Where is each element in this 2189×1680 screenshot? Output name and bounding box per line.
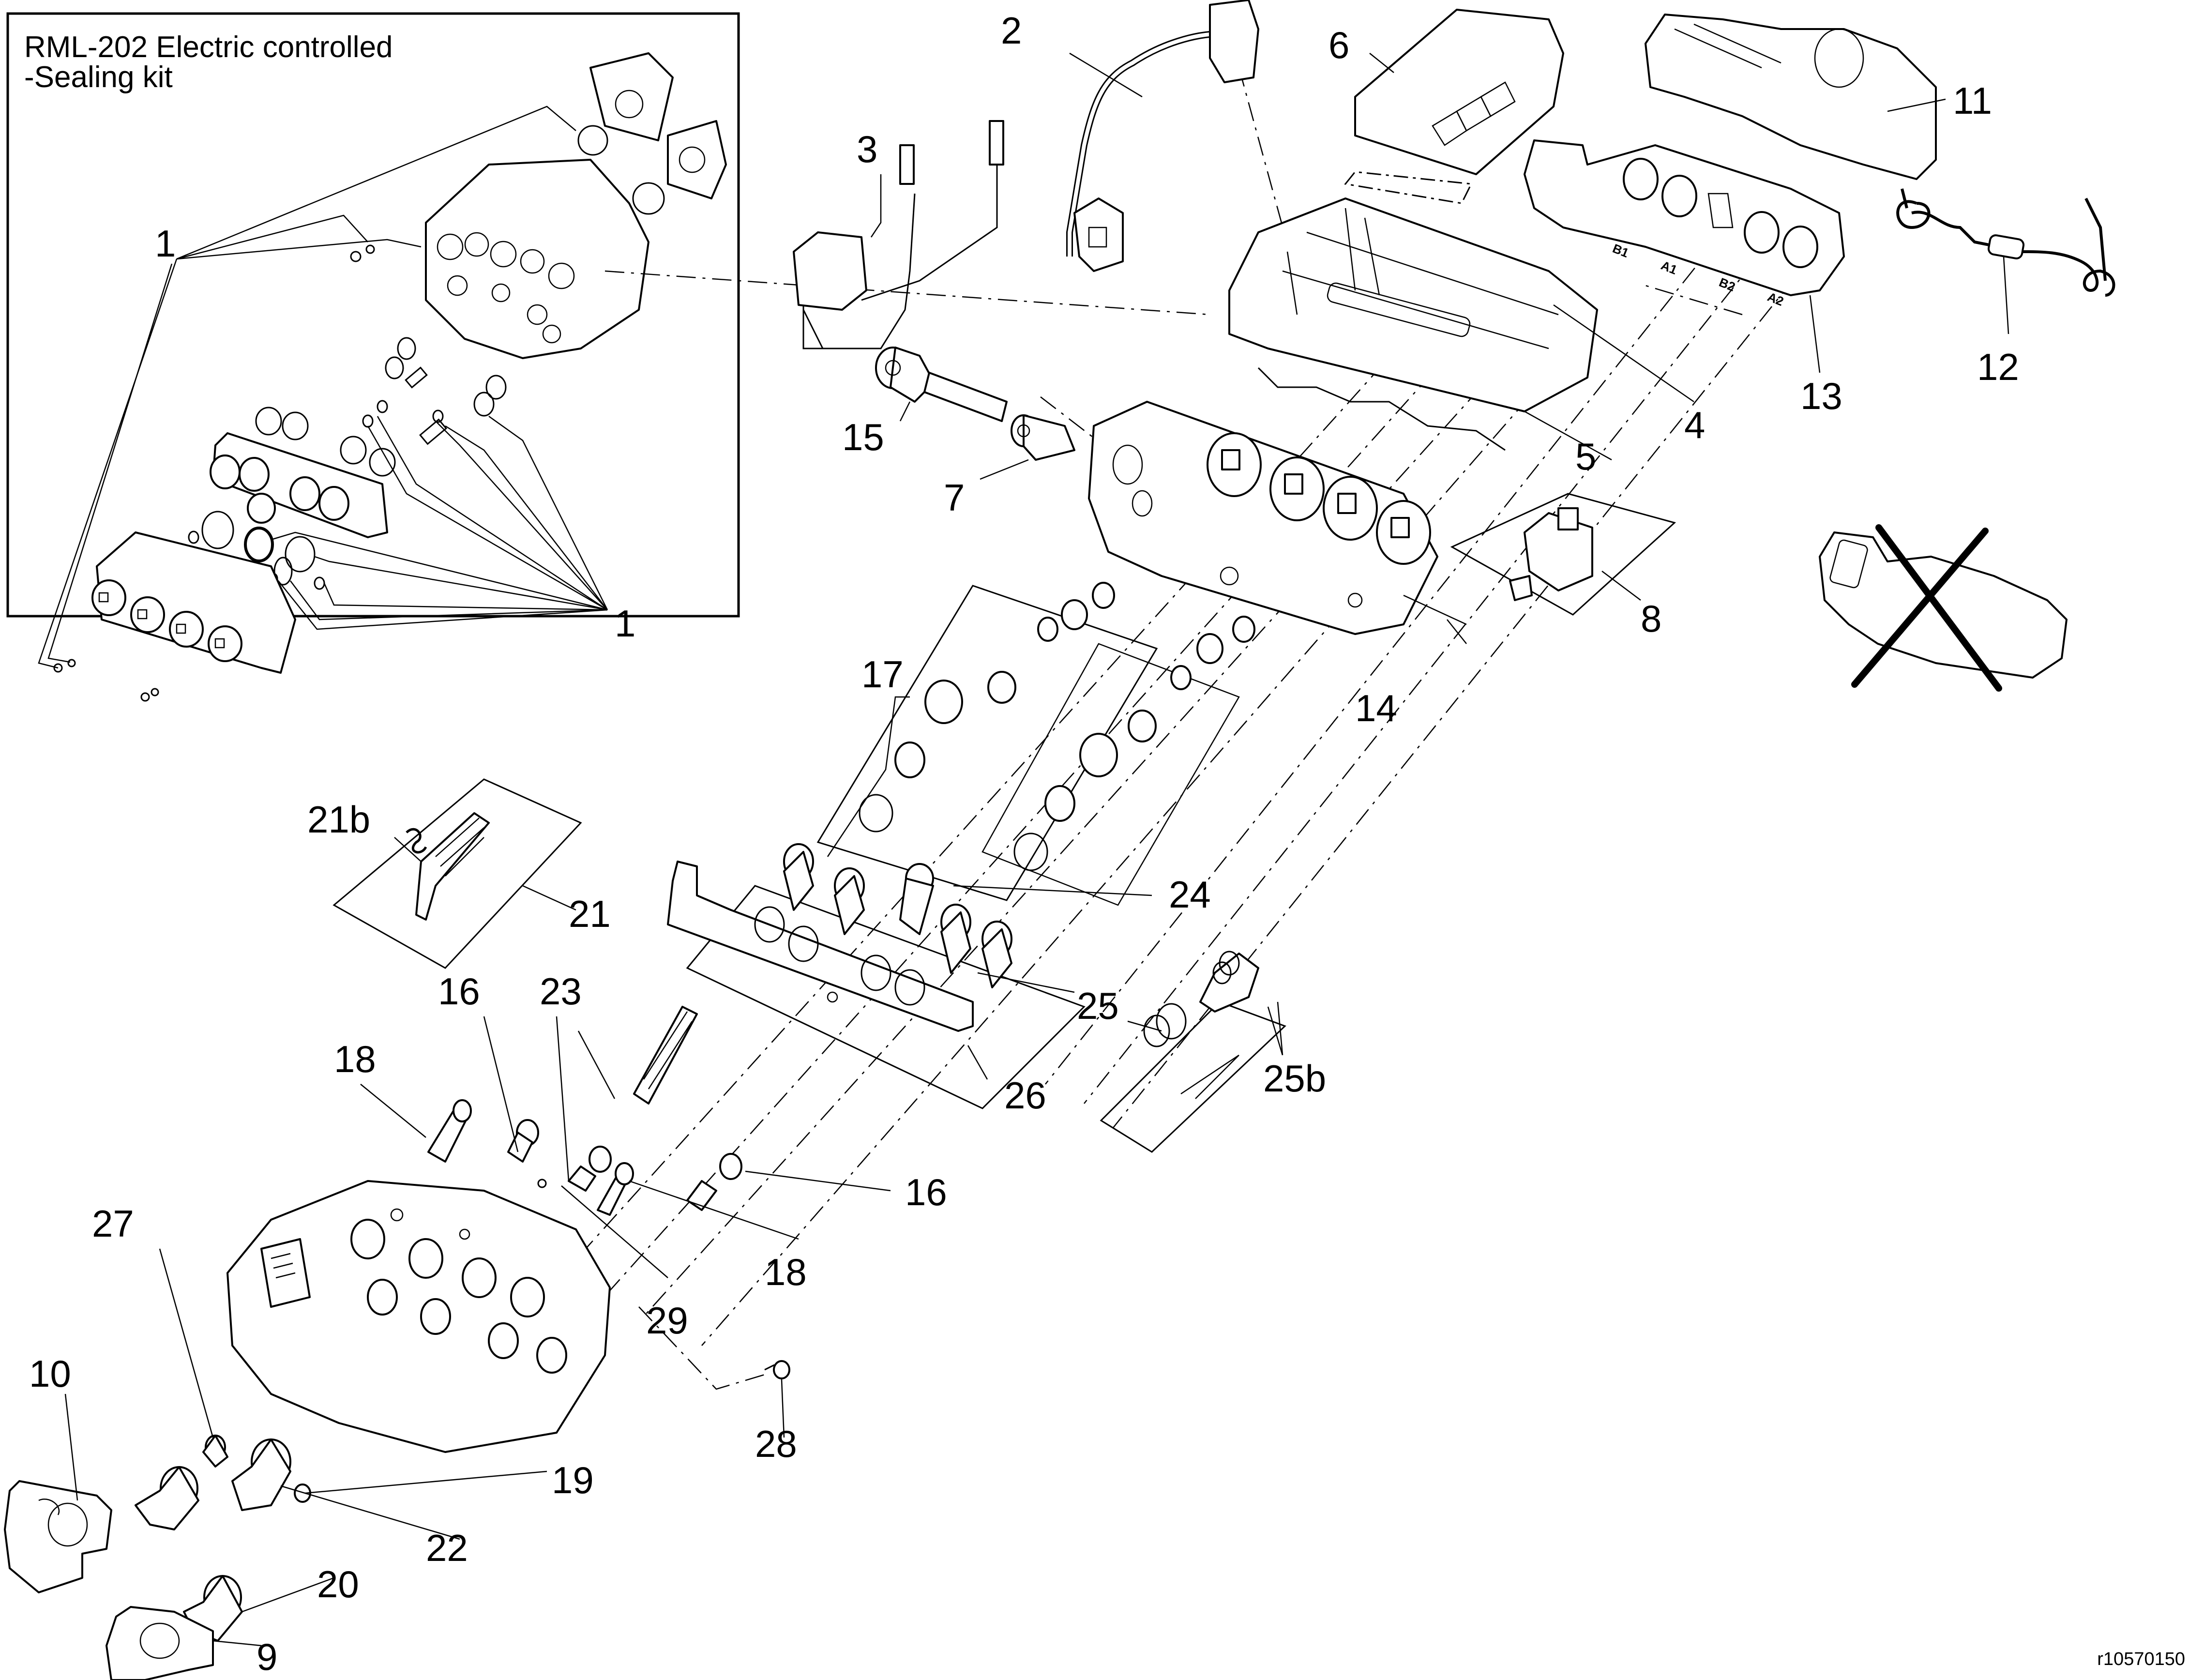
part-2-wire-harness	[1066, 0, 1259, 272]
callout-6: 6	[1328, 24, 1349, 66]
port-stamp-b2: B2	[1717, 275, 1737, 294]
inset-leader-lines	[38, 106, 608, 669]
part-22-fitting	[231, 1438, 291, 1511]
callout-25: 25	[1077, 984, 1119, 1027]
callout-14: 14	[1355, 687, 1397, 729]
callout-25b: 25b	[1263, 1057, 1326, 1100]
callout-18a: 18	[334, 1038, 376, 1080]
cross-icon	[1851, 524, 2002, 692]
part-4-housing	[1228, 197, 1598, 412]
callout-21a: 21	[569, 893, 611, 935]
part-25-couplers	[783, 843, 1012, 988]
callout-24: 24	[1169, 873, 1211, 916]
inset-gasket	[632, 182, 665, 215]
callout-17: 17	[861, 653, 904, 696]
barcode-label	[260, 1238, 311, 1308]
inset-solenoid-block	[53, 531, 296, 702]
part-24-plug	[899, 863, 934, 935]
callout-3: 3	[857, 128, 877, 170]
part-16-connector-lower	[686, 1153, 742, 1211]
assembly-axes	[542, 67, 1936, 1390]
part-5-gasket-plate	[1257, 367, 1506, 451]
callout-21b: 21b	[307, 798, 370, 841]
part-26-gasket-plate	[667, 861, 1086, 1109]
part-27-check-valve	[202, 1435, 228, 1468]
harness-connector-upper	[1209, 0, 1259, 83]
part-10-end-cap	[4, 1480, 112, 1593]
callout-13: 13	[1800, 375, 1842, 417]
leader-lines	[64, 52, 2009, 1647]
inset-callout-1-upper: 1	[155, 222, 176, 265]
solenoid-plug	[1337, 493, 1357, 514]
part-17-seal-set	[816, 582, 1255, 906]
callout-16a: 16	[438, 970, 480, 1013]
callout-10: 10	[29, 1352, 71, 1395]
callout-2: 2	[1001, 9, 1022, 52]
part-14-solenoid-block	[1088, 401, 1438, 635]
callout-12: 12	[1977, 346, 2019, 388]
inset-seal-set	[362, 337, 507, 445]
callout-29: 29	[646, 1299, 688, 1342]
part-23-connector	[568, 1146, 612, 1192]
inset-callout-1-lower: 1	[615, 602, 635, 645]
part-6-cover	[1344, 9, 1564, 204]
solenoid-plug	[1284, 473, 1303, 495]
callout-27: 27	[92, 1202, 134, 1245]
part-11-top-cover	[1645, 14, 1937, 180]
excluded-part-crossed	[1819, 524, 2068, 692]
part-21-spool-group	[332, 778, 582, 969]
callout-7: 7	[944, 476, 965, 519]
inset-end-cap-lower	[667, 120, 727, 199]
callout-15: 15	[842, 416, 884, 458]
part-8-solenoid-group	[1450, 493, 1676, 616]
port-stamp-a1: A1	[1659, 258, 1679, 277]
callout-26: 26	[1004, 1074, 1046, 1117]
part-21-spool	[633, 1006, 698, 1105]
callout-19: 19	[552, 1459, 594, 1501]
part-28-plug	[764, 1360, 790, 1379]
part-7-fitting	[1011, 414, 1075, 461]
callout-22: 22	[426, 1527, 468, 1569]
part-3-connector-harness	[793, 120, 1004, 349]
part-fitting-left	[135, 1466, 199, 1530]
callout-23: 23	[540, 970, 582, 1013]
drawing-reference-id: r10570150	[2097, 1649, 2185, 1669]
callout-4: 4	[1684, 404, 1705, 446]
part-29-seal	[537, 1179, 547, 1188]
pin-connector-b	[989, 120, 1004, 166]
sealing-kit-inset: RML-202 Electric controlled -Sealing kit	[6, 12, 740, 702]
pin-connector-a	[899, 144, 915, 185]
part-18-plug-upper	[427, 1099, 472, 1163]
inset-title-line1: RML-202 Electric controlled	[24, 30, 393, 64]
callout-18b: 18	[765, 1251, 807, 1293]
part-13-port-cover: B1 A1 B2 A2	[1524, 139, 1845, 309]
callout-28: 28	[755, 1423, 797, 1465]
solenoid-plug	[1390, 517, 1410, 538]
callout-20: 20	[317, 1563, 359, 1605]
callout-8: 8	[1641, 597, 1661, 640]
main-valve-body	[226, 1180, 611, 1453]
part-15-cartridge-valve	[875, 347, 1008, 422]
part-25b-coupler-seal-group	[1100, 951, 1286, 1153]
callout-16b: 16	[905, 1171, 947, 1213]
inset-gasket	[577, 125, 608, 156]
inset-screw	[350, 251, 362, 262]
callout-labels: 2 3 6 11 12 13 4 5 15 7 8 14 17 21b 21 2…	[29, 9, 2019, 1678]
inset-seal	[365, 244, 375, 254]
part-12-spring-sensor	[1896, 188, 2115, 297]
callout-9: 9	[257, 1635, 277, 1678]
inset-title-line2: -Sealing kit	[24, 61, 173, 94]
inset-valve-body-upper	[425, 159, 649, 359]
part-9-end-cap	[106, 1606, 214, 1680]
part-16-connector-upper	[507, 1119, 539, 1163]
callout-11: 11	[1953, 79, 1992, 122]
solenoid-plug	[1221, 449, 1240, 470]
callout-5: 5	[1575, 435, 1596, 478]
port-stamp-b1: B1	[1611, 241, 1631, 260]
inset-coupler-plate	[210, 407, 396, 538]
part-18-plug-lower	[597, 1162, 634, 1216]
harness-connector-lower	[1073, 197, 1124, 272]
inset-end-cap-upper	[589, 52, 674, 141]
